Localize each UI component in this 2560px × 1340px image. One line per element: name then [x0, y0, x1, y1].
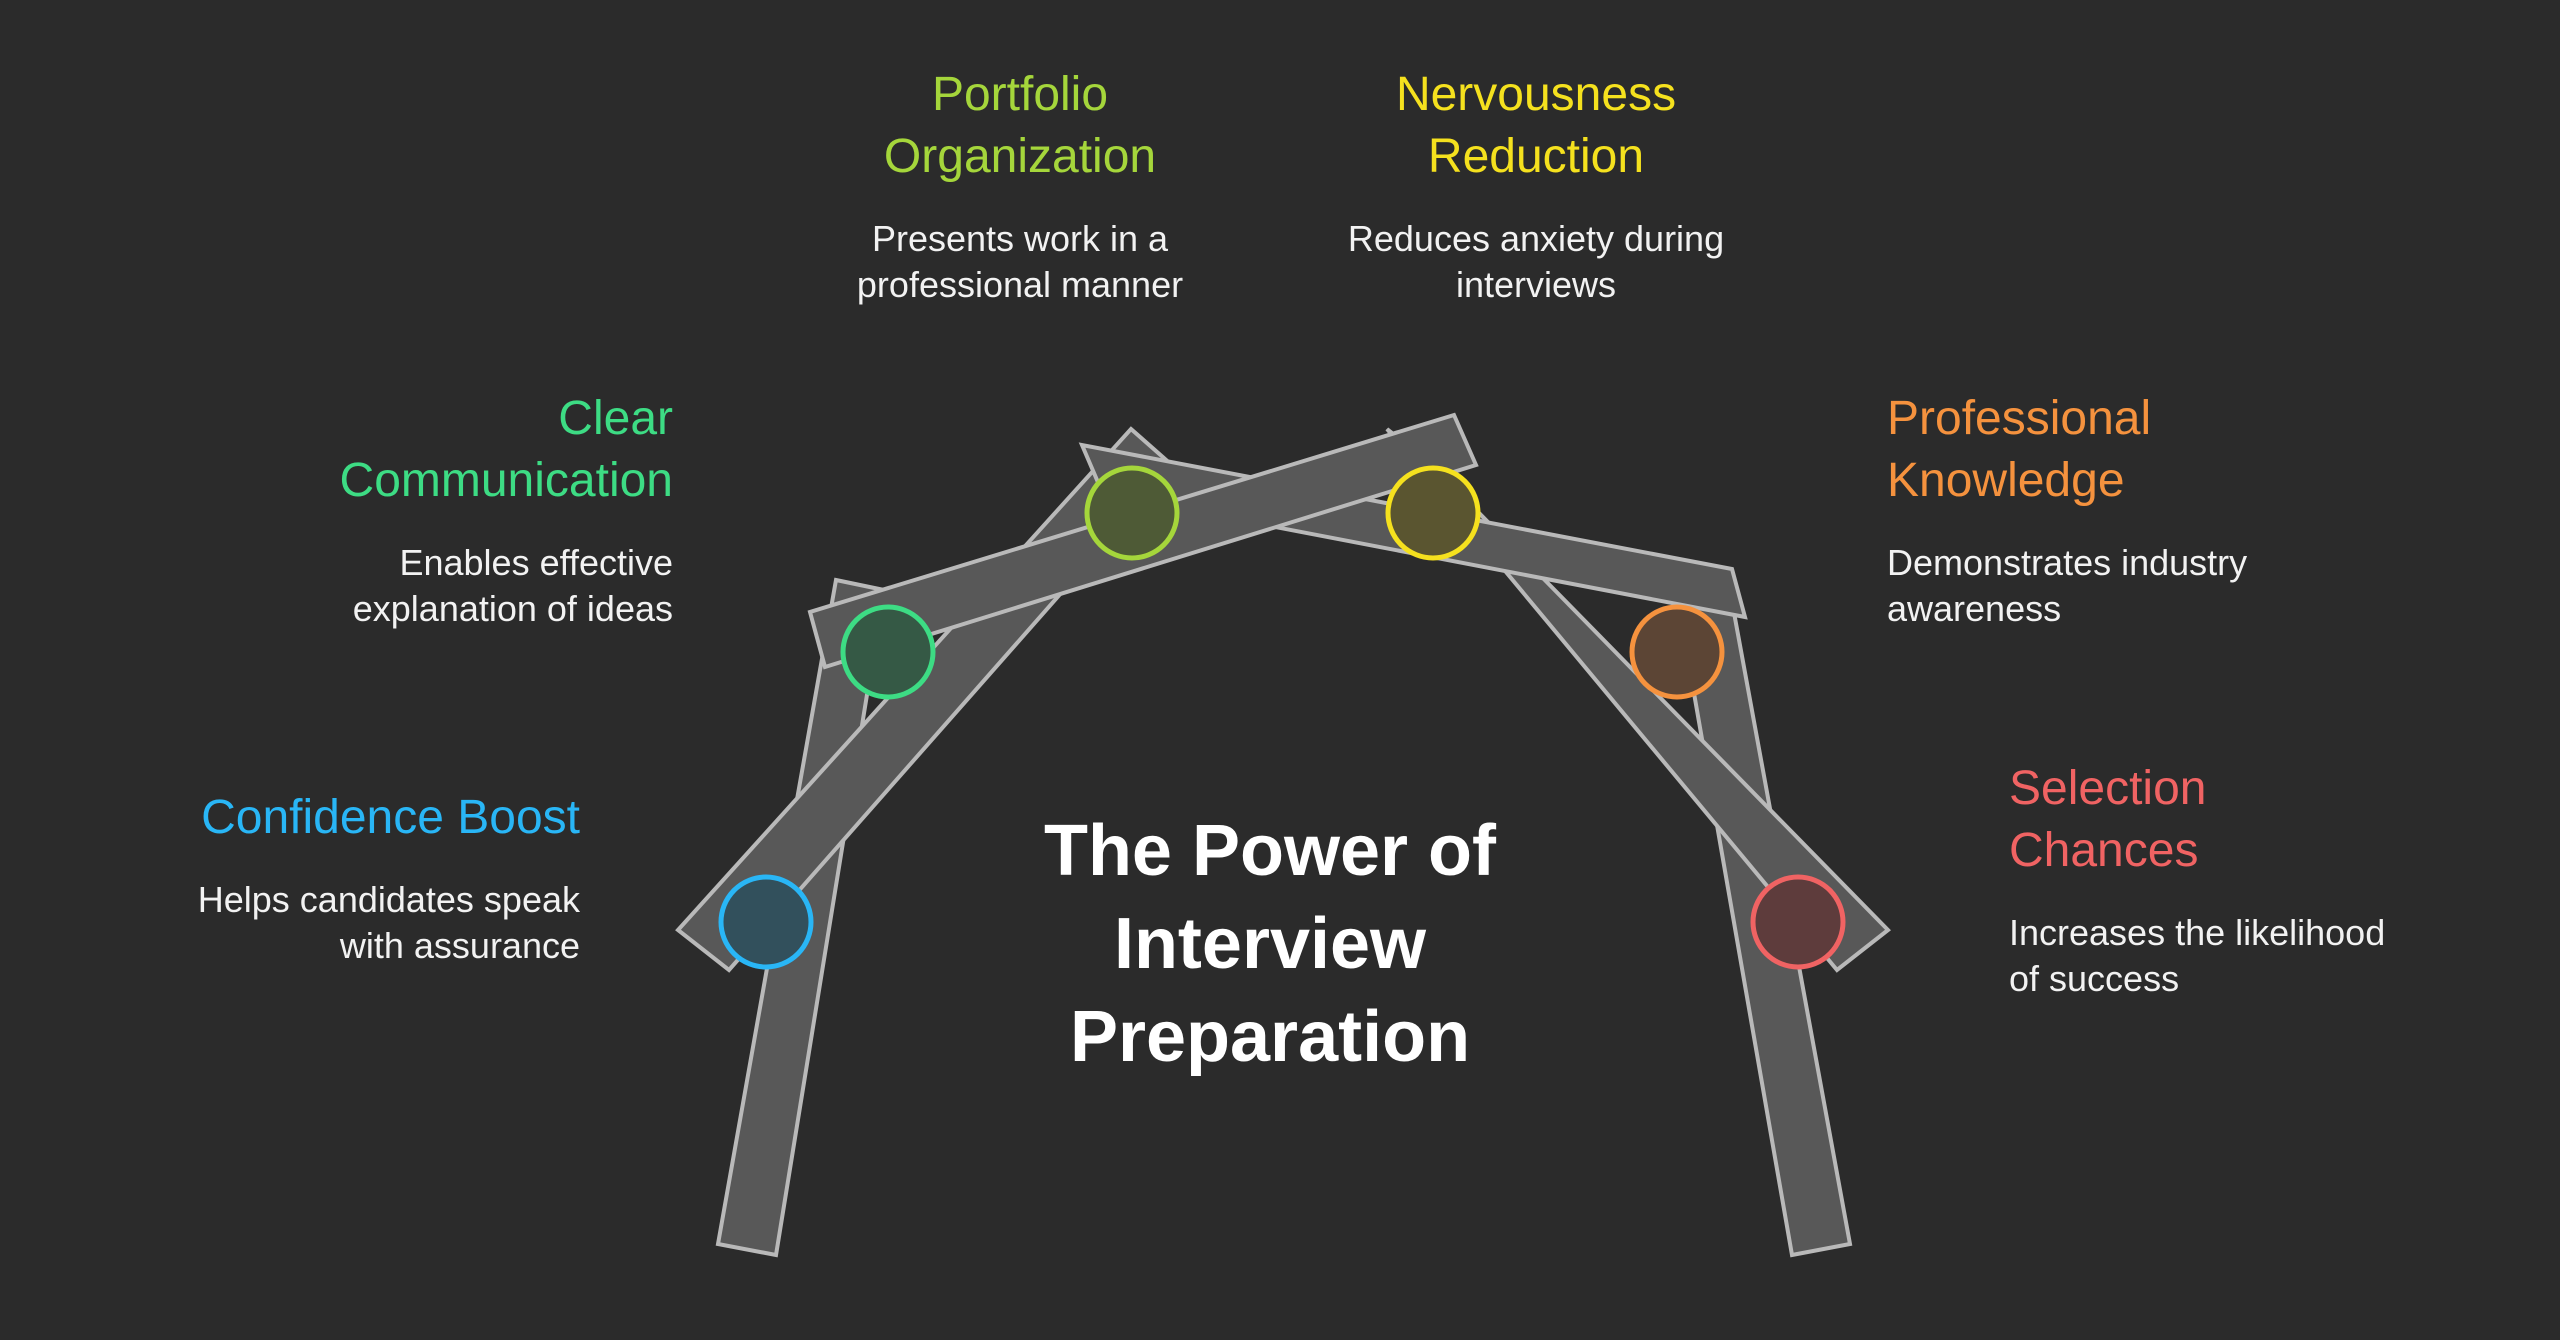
selection-node	[1750, 874, 1846, 970]
description-line: interviews	[1455, 264, 1617, 305]
description-line: with assurance	[339, 925, 580, 966]
description-line: Enables effective	[399, 542, 673, 583]
professional-knowledge-item: Professional Knowledge Demonstrates indu…	[1887, 388, 2447, 632]
heading-line: Confidence Boost	[201, 791, 580, 844]
confidence-node	[718, 874, 814, 970]
nervousness-reduction-description: Reduces anxiety during interviews	[1296, 216, 1776, 308]
nervousness-reduction-heading: Nervousness Reduction	[1296, 64, 1776, 188]
description-line: Helps candidates speak	[197, 879, 580, 920]
confidence-boost-heading: Confidence Boost	[20, 787, 580, 849]
heading-line: Knowledge	[1887, 454, 2125, 507]
description-line: of success	[2009, 958, 2180, 999]
confidence-boost-description: Helps candidates speak with assurance	[20, 877, 580, 969]
heading-line: Clear	[558, 392, 673, 445]
heading-line: Selection	[2009, 762, 2207, 815]
clear-communication-heading: Clear Communication	[113, 388, 673, 512]
professional-knowledge-heading: Professional Knowledge	[1887, 388, 2447, 512]
portfolio-organization-item: Portfolio Organization Presents work in …	[790, 64, 1250, 308]
heading-line: Communication	[339, 454, 673, 507]
description-line: professional manner	[856, 264, 1184, 305]
description-line: Reduces anxiety during	[1347, 218, 1725, 259]
heading-line: Organization	[883, 130, 1157, 183]
knowledge-node	[1629, 604, 1725, 700]
heading-line: Chances	[2009, 824, 2199, 877]
heading-line: Professional	[1887, 392, 2152, 445]
heading-line: Reduction	[1427, 130, 1645, 183]
nervousness-node	[1385, 465, 1481, 561]
communication-node	[840, 604, 936, 700]
title-line: Preparation	[1069, 997, 1471, 1077]
description-line: Presents work in a	[871, 218, 1169, 259]
professional-knowledge-description: Demonstrates industry awareness	[1887, 540, 2447, 632]
portfolio-organization-description: Presents work in a professional manner	[790, 216, 1250, 308]
description-line: explanation of ideas	[352, 588, 673, 629]
description-line: Increases the likelihood	[2009, 912, 2386, 953]
title-line: Interview	[1113, 904, 1427, 984]
selection-chances-description: Increases the likelihood of success	[2009, 910, 2529, 1002]
portfolio-organization-heading: Portfolio Organization	[790, 64, 1250, 188]
heading-line: Nervousness	[1395, 68, 1677, 121]
heading-line: Portfolio	[931, 68, 1109, 121]
nervousness-reduction-item: Nervousness Reduction Reduces anxiety du…	[1296, 64, 1776, 308]
clear-communication-description: Enables effective explanation of ideas	[113, 540, 673, 632]
selection-chances-heading: Selection Chances	[2009, 758, 2529, 882]
portfolio-node	[1084, 465, 1180, 561]
diagram-title: The Power of Interview Preparation	[970, 805, 1570, 1084]
description-line: awareness	[1887, 588, 2062, 629]
selection-chances-item: Selection Chances Increases the likeliho…	[2009, 758, 2529, 1002]
nodes	[718, 465, 1846, 970]
clear-communication-item: Clear Communication Enables effective ex…	[113, 388, 673, 632]
title-line: The Power of	[1043, 811, 1497, 891]
description-line: Demonstrates industry	[1887, 542, 2248, 583]
confidence-boost-item: Confidence Boost Helps candidates speak …	[20, 787, 580, 969]
